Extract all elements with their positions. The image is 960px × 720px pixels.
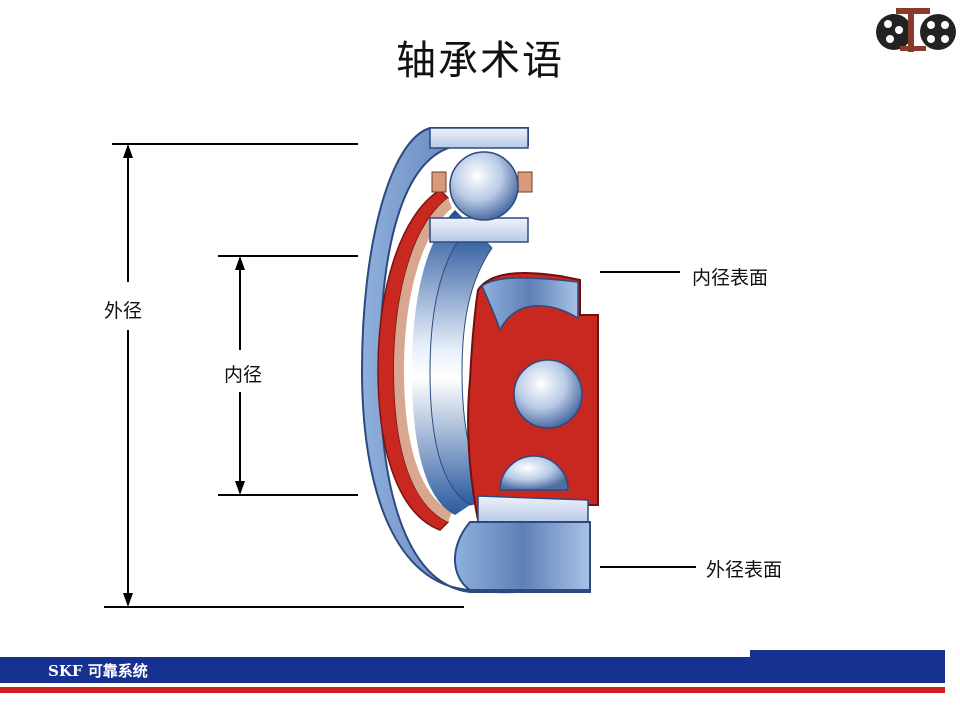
inner-diameter-label: 内径 xyxy=(224,364,263,386)
top-inner-flange xyxy=(429,217,529,243)
company-logo-icon xyxy=(876,8,956,52)
footer-text: SKF 可靠系统 xyxy=(48,662,148,680)
bottom-outer-flange xyxy=(477,495,589,523)
outer-ring-tan-band xyxy=(394,198,452,522)
footer-accent xyxy=(750,650,945,657)
inner-arrow-down xyxy=(235,481,245,495)
top-outer-flange xyxy=(429,127,529,149)
bottom-outer-ring xyxy=(454,521,591,591)
bearing-illustration xyxy=(360,127,599,594)
top-ball xyxy=(449,151,519,221)
bottom-ball xyxy=(499,455,569,491)
middle-ball xyxy=(513,359,583,429)
outer-surface-label: 外径表面 xyxy=(706,559,783,581)
inner-arrow-up xyxy=(235,256,245,270)
outer-diameter-label: 外径 xyxy=(104,300,143,322)
dimension-lines xyxy=(104,143,696,608)
footer-red-stripe xyxy=(0,687,945,693)
outer-ring xyxy=(360,127,591,594)
outer-arrow-down xyxy=(123,593,133,607)
top-cage-piece-left xyxy=(431,171,447,193)
footer-bar xyxy=(0,657,945,683)
inner-ring-top-race xyxy=(481,277,579,332)
inner-bore-face xyxy=(429,224,493,506)
outer-arrow-up xyxy=(123,144,133,158)
slide-title: 轴承术语 xyxy=(396,38,564,84)
bore-surface-label: 内径表面 xyxy=(692,267,769,289)
bore-opening xyxy=(412,210,470,515)
top-cage-piece-right xyxy=(517,171,533,193)
